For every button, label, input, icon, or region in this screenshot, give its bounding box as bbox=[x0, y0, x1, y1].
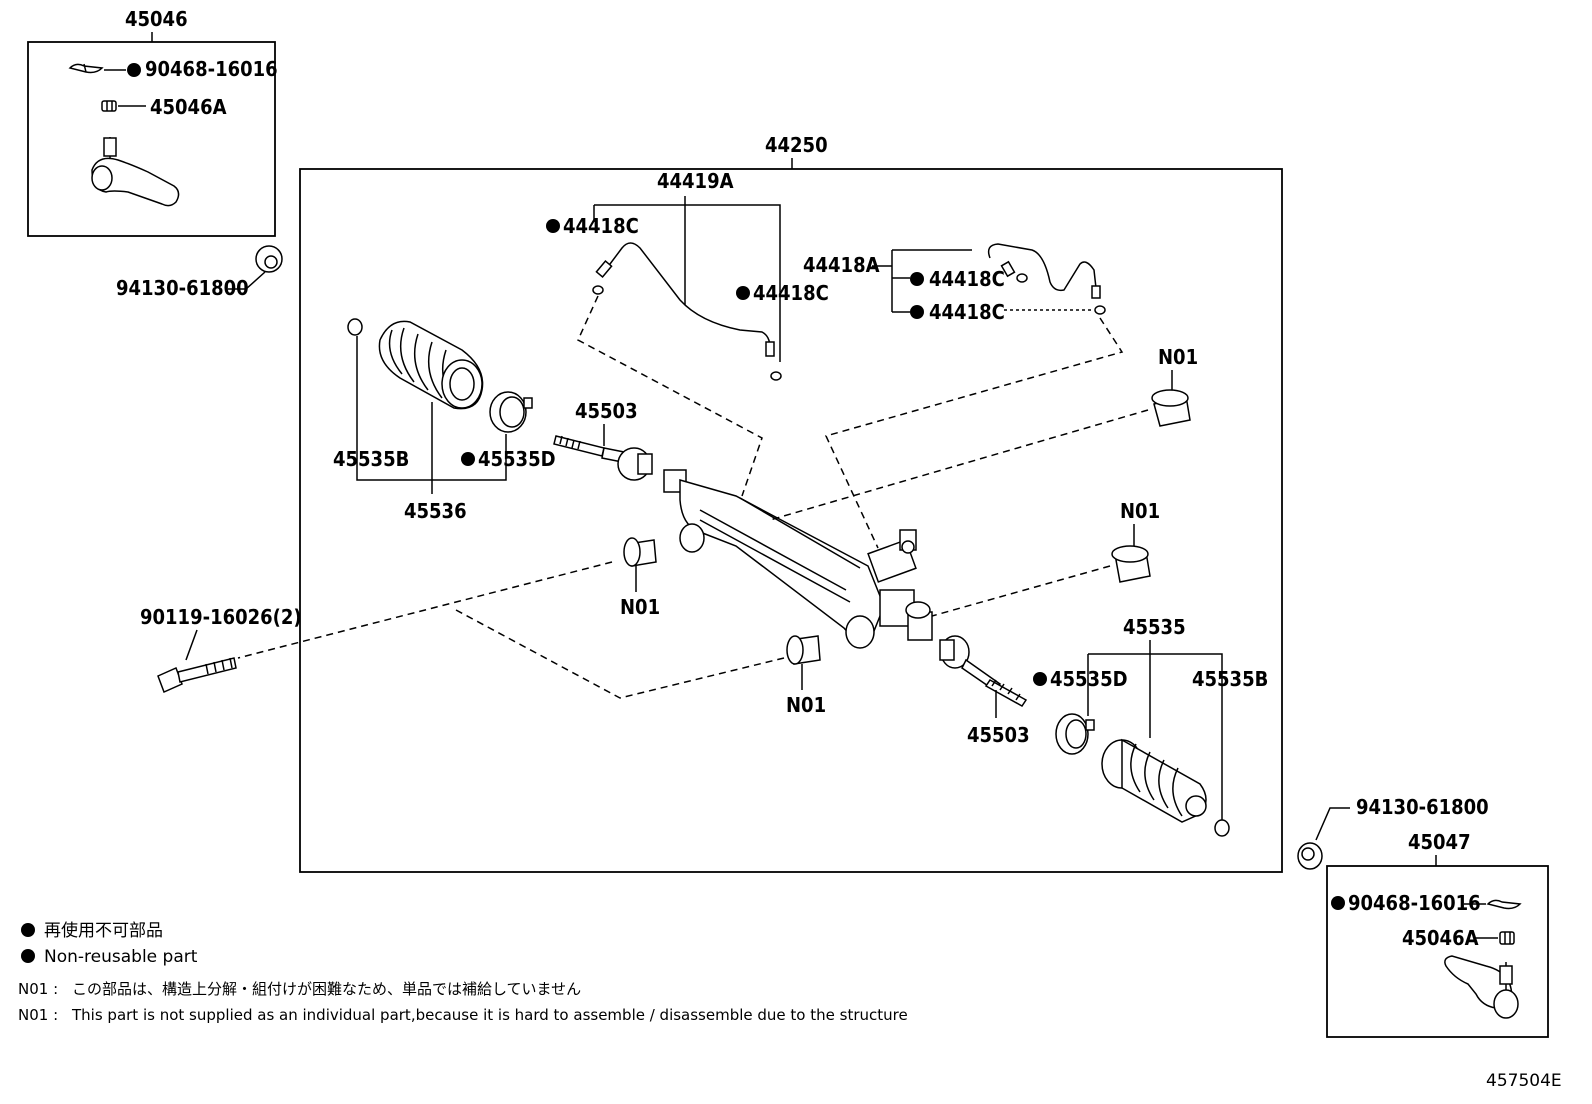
steering-rack-housing-icon bbox=[663, 469, 933, 649]
clamp-icon bbox=[1214, 819, 1230, 837]
label-44418C-b: 44418C bbox=[753, 281, 829, 305]
tie-rod-end-icon bbox=[1444, 955, 1519, 1019]
bushing-icon bbox=[1111, 545, 1151, 583]
label-90468-16016-bottom: 90468-16016 bbox=[1348, 891, 1481, 915]
frame-45046 bbox=[27, 41, 276, 237]
label-45535B-right: 45535B bbox=[1192, 667, 1268, 691]
label-45046A-bottom: 45046A bbox=[1402, 926, 1479, 950]
cotter-pin-icon bbox=[68, 63, 104, 74]
label-N01-a: N01 bbox=[1158, 345, 1198, 369]
legend-n01-en: This part is not supplied as an individu… bbox=[71, 1006, 908, 1024]
tie-rod-45503-top-group: 45503 bbox=[553, 399, 653, 481]
label-44418A: 44418A bbox=[803, 253, 880, 277]
pressure-tube-icon bbox=[603, 242, 771, 349]
label-45535D-right: 45535D bbox=[1050, 667, 1128, 691]
bushing-icon bbox=[786, 635, 821, 665]
figure-id: 457504E bbox=[1486, 1071, 1562, 1091]
dashed-leader bbox=[931, 565, 1111, 617]
clamp-icon bbox=[347, 318, 363, 336]
dashed-leader bbox=[769, 409, 1149, 521]
tie-rod-45503-bottom-group: 45503 bbox=[939, 635, 1030, 747]
bushing-n01-mid-right: N01 bbox=[1111, 499, 1160, 583]
legend-n01-key-en: N01 : bbox=[18, 1006, 58, 1024]
bushing-n01-top-right: N01 bbox=[1151, 345, 1198, 427]
label-44418C-a: 44418C bbox=[563, 214, 639, 238]
tie-rod-end-right-group: 45047 90468-16016 45046A bbox=[1326, 830, 1549, 1038]
dashed-leader bbox=[824, 317, 1124, 549]
label-44418C-c: 44418C bbox=[929, 267, 1005, 291]
bushing-n01-bottom: N01 bbox=[786, 635, 826, 717]
frame-44250 bbox=[299, 168, 1283, 873]
label-N01-d: N01 bbox=[786, 693, 826, 717]
nonreusable-dot-icon bbox=[21, 949, 35, 963]
rack-housing-group bbox=[663, 469, 933, 649]
collar-94130-bottom-group: 94130-61800 bbox=[1297, 795, 1489, 870]
frame-45047 bbox=[1326, 865, 1549, 1038]
pressure-tube-icon bbox=[987, 243, 1097, 292]
bushing-icon bbox=[623, 537, 657, 567]
label-44250: 44250 bbox=[765, 133, 828, 157]
inner-tie-rod-icon bbox=[553, 435, 653, 481]
o-ring-icon bbox=[592, 285, 604, 295]
clamp-icon bbox=[489, 391, 533, 433]
collar-icon bbox=[255, 245, 283, 273]
dashed-leader bbox=[577, 295, 763, 497]
tie-rod-end-left-group: 45046 90468-16016 45046A bbox=[27, 7, 278, 237]
clamp-icon bbox=[1055, 713, 1095, 755]
o-ring-icon bbox=[770, 371, 782, 381]
collar-icon bbox=[1297, 842, 1323, 870]
boot-left-group: 45535B 45535D 45536 bbox=[333, 318, 556, 523]
label-45503-bottom: 45503 bbox=[967, 723, 1030, 747]
legend-n01-key-jp: N01 : bbox=[18, 980, 58, 998]
label-45046A-top: 45046A bbox=[150, 95, 227, 119]
label-45535: 45535 bbox=[1123, 615, 1186, 639]
label-45047: 45047 bbox=[1408, 830, 1471, 854]
legend: 再使用不可部品 Non-reusable part N01 : この部品は、構造… bbox=[18, 920, 908, 1024]
label-44419A: 44419A bbox=[657, 169, 734, 193]
tube-44418A-group: 44418A 44418C 44418C bbox=[803, 243, 1106, 324]
legend-n01-jp: この部品は、構造上分解・組付けが困難なため、単品では補給していません bbox=[72, 980, 581, 998]
label-45535D-left: 45535D bbox=[478, 447, 556, 471]
castle-nut-icon bbox=[1499, 931, 1515, 945]
nonreusable-dot-icon bbox=[127, 63, 141, 77]
label-90468-16016-top: 90468-16016 bbox=[145, 57, 278, 81]
inner-tie-rod-icon bbox=[939, 635, 1028, 707]
label-45535B-left: 45535B bbox=[333, 447, 409, 471]
label-94130-61800-bottom: 94130-61800 bbox=[1356, 795, 1489, 819]
bushing-icon bbox=[1151, 389, 1191, 427]
legend-nonreusable-en: Non-reusable part bbox=[44, 947, 198, 967]
bushing-n01-left: N01 bbox=[620, 537, 660, 619]
bolt-90119-group: 90119-16026(2) bbox=[140, 605, 302, 694]
nonreusable-dot-icon bbox=[21, 923, 35, 937]
label-45536: 45536 bbox=[404, 499, 467, 523]
castle-nut-icon bbox=[101, 100, 117, 112]
label-44418C-d: 44418C bbox=[929, 300, 1005, 324]
boot-right-group: 45535 45535D 45535B bbox=[1033, 615, 1268, 837]
legend-nonreusable-jp: 再使用不可部品 bbox=[44, 920, 163, 941]
tie-rod-end-icon bbox=[91, 137, 180, 207]
bolt-icon bbox=[157, 657, 237, 694]
collar-94130-top-group: 94130-61800 bbox=[116, 245, 283, 300]
cotter-pin-icon bbox=[1486, 899, 1522, 910]
label-N01-b: N01 bbox=[1120, 499, 1160, 523]
label-45503-top: 45503 bbox=[575, 399, 638, 423]
tube-44419A-group: 44419A 44418C 44418C bbox=[546, 169, 829, 381]
label-94130-61800-top: 94130-61800 bbox=[116, 276, 249, 300]
dashed-leader bbox=[237, 561, 613, 659]
dashed-leader bbox=[455, 609, 785, 699]
label-N01-c: N01 bbox=[620, 595, 660, 619]
label-45046: 45046 bbox=[125, 7, 188, 31]
rack-boot-icon bbox=[1101, 738, 1207, 823]
label-90119-16026: 90119-16026(2) bbox=[140, 605, 302, 629]
rack-boot-icon bbox=[378, 320, 484, 410]
